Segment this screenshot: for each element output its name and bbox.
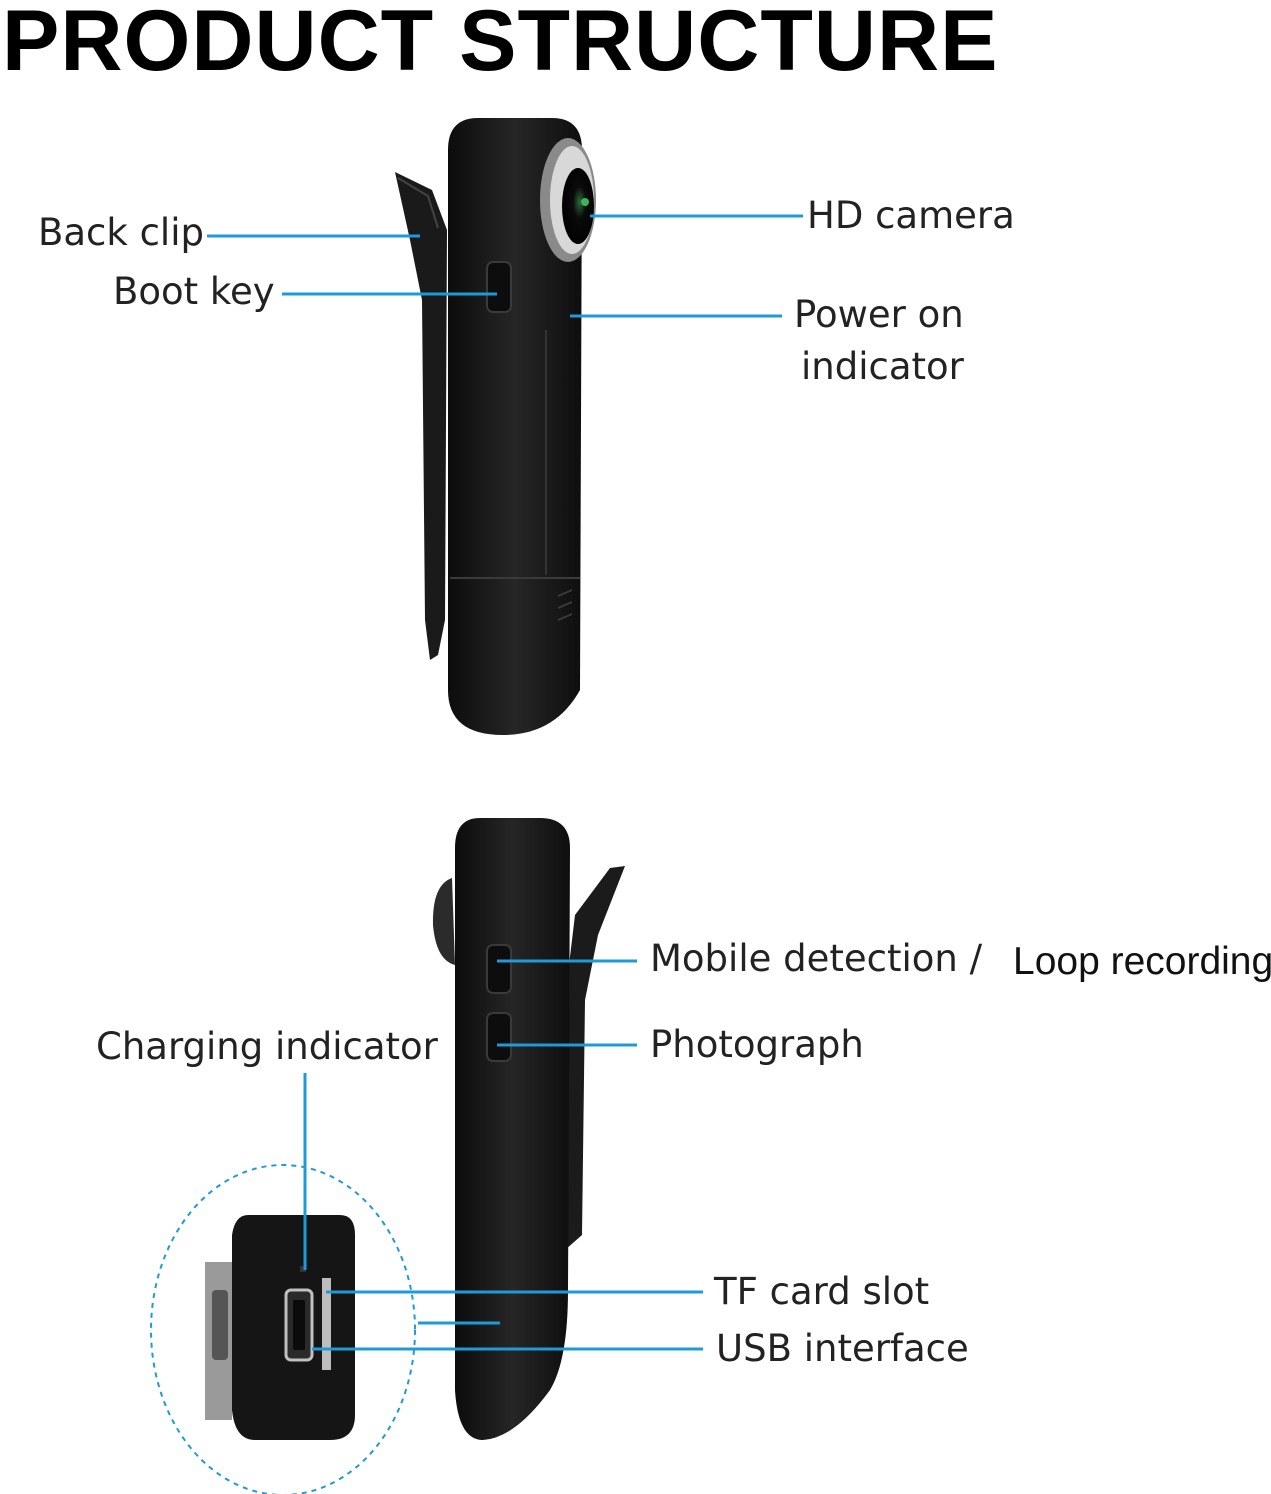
port-detail xyxy=(205,1215,355,1440)
photograph-button xyxy=(486,1012,512,1062)
label-hd-camera: HD camera xyxy=(807,194,1015,237)
tf-card-slot-shape xyxy=(322,1278,331,1370)
label-mobile-detection: Mobile detection / xyxy=(650,937,983,980)
hd-camera-lens xyxy=(562,168,594,244)
page-title: PRODUCT STRUCTURE xyxy=(2,0,999,89)
label-photograph: Photograph xyxy=(650,1023,864,1066)
charging-led xyxy=(300,1266,306,1272)
label-power-on: Power on xyxy=(794,293,964,336)
back-clip-shape xyxy=(395,172,447,660)
mobile-detection-button xyxy=(486,944,512,994)
side-device-body xyxy=(455,818,570,1440)
camera-device-front xyxy=(395,118,596,735)
label-boot-key: Boot key xyxy=(113,270,275,313)
label-loop-recording: Loop recording xyxy=(1013,940,1271,983)
label-tf-card-slot: TF card slot xyxy=(714,1270,930,1313)
label-usb-interface: USB interface xyxy=(716,1327,969,1370)
camera-device-side xyxy=(432,818,625,1440)
label-back-clip: Back clip xyxy=(38,211,204,254)
label-indicator: indicator xyxy=(801,345,964,388)
detail-callout-circle xyxy=(150,1164,416,1494)
label-charging-indicator: Charging indicator xyxy=(96,1025,438,1068)
side-back-clip-shape xyxy=(565,866,625,1250)
device-body xyxy=(448,118,582,735)
boot-key-button xyxy=(486,261,512,313)
leader-lines xyxy=(207,214,803,1351)
